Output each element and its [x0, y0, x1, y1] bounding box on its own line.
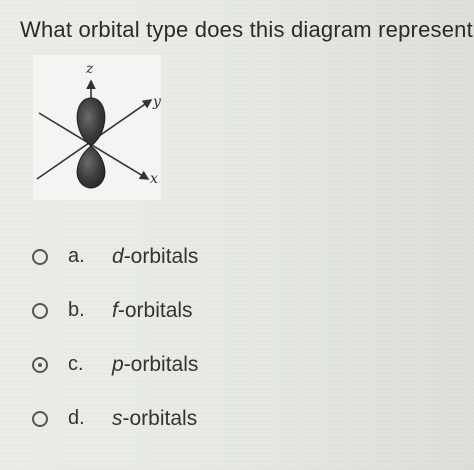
- y-axis-label: y: [152, 94, 161, 110]
- question-text: What orbital type does this diagram repr…: [20, 17, 473, 42]
- option-prefix: s: [112, 407, 123, 430]
- z-axis-label: z: [85, 61, 94, 77]
- x-axis-line: [38, 112, 150, 180]
- option-b[interactable]: b. f-orbitals: [30, 299, 430, 329]
- option-letter: c.: [68, 353, 84, 375]
- x-axis-label: x: [150, 171, 158, 187]
- option-label: d-orbitals: [112, 245, 198, 269]
- orbital-diagram: z y x: [33, 55, 161, 200]
- option-prefix: p: [112, 353, 124, 376]
- option-letter: d.: [68, 407, 85, 429]
- orbital-diagram-svg: z y x: [36, 61, 161, 189]
- option-letter: b.: [68, 299, 85, 321]
- option-prefix: d: [112, 245, 124, 268]
- option-d[interactable]: d. s-orbitals: [30, 407, 430, 437]
- option-suffix: -orbitals: [123, 245, 199, 268]
- option-a[interactable]: a. d-orbitals: [30, 245, 430, 275]
- option-prefix: f: [112, 299, 118, 322]
- radio-button-b[interactable]: [32, 303, 48, 319]
- option-letter: a.: [68, 245, 85, 267]
- radio-button-a[interactable]: [32, 249, 48, 265]
- radio-button-c[interactable]: [32, 357, 48, 373]
- option-label: p-orbitals: [112, 353, 198, 377]
- option-suffix: -orbitals: [122, 407, 198, 430]
- option-suffix: -orbitals: [117, 299, 193, 322]
- option-c[interactable]: c. p-orbitals: [30, 353, 430, 383]
- upper-lobe: [76, 97, 106, 147]
- option-label: s-orbitals: [112, 407, 197, 431]
- radio-button-d[interactable]: [32, 411, 48, 427]
- option-label: f-orbitals: [112, 299, 193, 323]
- lower-lobe: [76, 145, 106, 189]
- option-suffix: -orbitals: [123, 353, 199, 376]
